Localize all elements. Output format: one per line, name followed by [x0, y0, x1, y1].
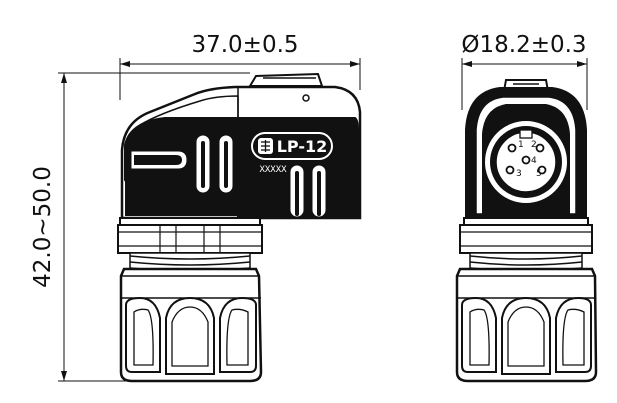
diameter-dimension — [461, 58, 588, 110]
height-dimension-label: 42.0~50.0 — [30, 166, 56, 288]
pin-contacts — [505, 143, 547, 175]
latch-side — [248, 72, 324, 87]
indicator-dot — [302, 94, 310, 102]
cable-gland-side — [119, 267, 263, 383]
pin-label-5: 5 — [536, 169, 542, 179]
coupling-nut-side — [117, 217, 263, 254]
brand-logo-icon — [261, 140, 270, 152]
diameter-dimension-label: Ø18.2±0.3 — [461, 32, 586, 58]
pin-label-3: 3 — [516, 169, 522, 179]
pin-number-labels: 1 2 3 4 5 — [516, 140, 542, 179]
pin-label-4: 4 — [531, 156, 537, 166]
serial-label: XXXXX — [259, 165, 287, 175]
pin-label-1: 1 — [518, 140, 524, 150]
front-view: 1 2 3 4 5 — [455, 79, 598, 383]
cable-gland-front — [455, 267, 598, 383]
coupling-nut-front — [459, 217, 593, 254]
width-dimension-label: 37.0±0.5 — [191, 32, 298, 58]
side-view: LP-12 XXXXX — [117, 72, 362, 383]
pin-label-2: 2 — [531, 140, 537, 150]
product-label: LP-12 XXXXX — [251, 132, 333, 175]
thread-side — [129, 252, 251, 272]
width-dimension — [119, 58, 361, 100]
model-label: LP-12 — [277, 137, 328, 156]
connector-face: 1 2 3 4 5 — [483, 119, 569, 205]
